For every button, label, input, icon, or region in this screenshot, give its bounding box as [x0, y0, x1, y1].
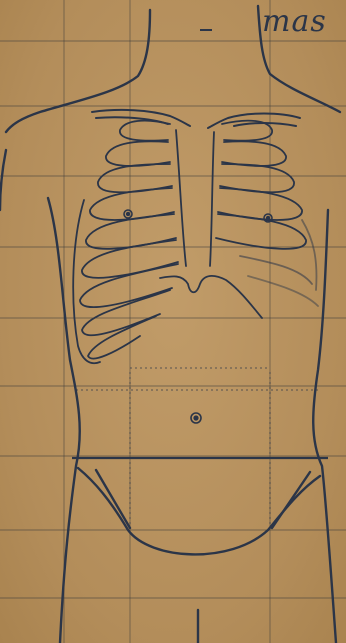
horizontal-ruled-lines [0, 41, 346, 598]
handwritten-annotation: mas [262, 4, 327, 39]
left-rib-cage [73, 121, 178, 364]
sternum-and-costal-arch [160, 130, 262, 318]
landmark-circles [124, 210, 272, 423]
body-outline [0, 6, 340, 643]
